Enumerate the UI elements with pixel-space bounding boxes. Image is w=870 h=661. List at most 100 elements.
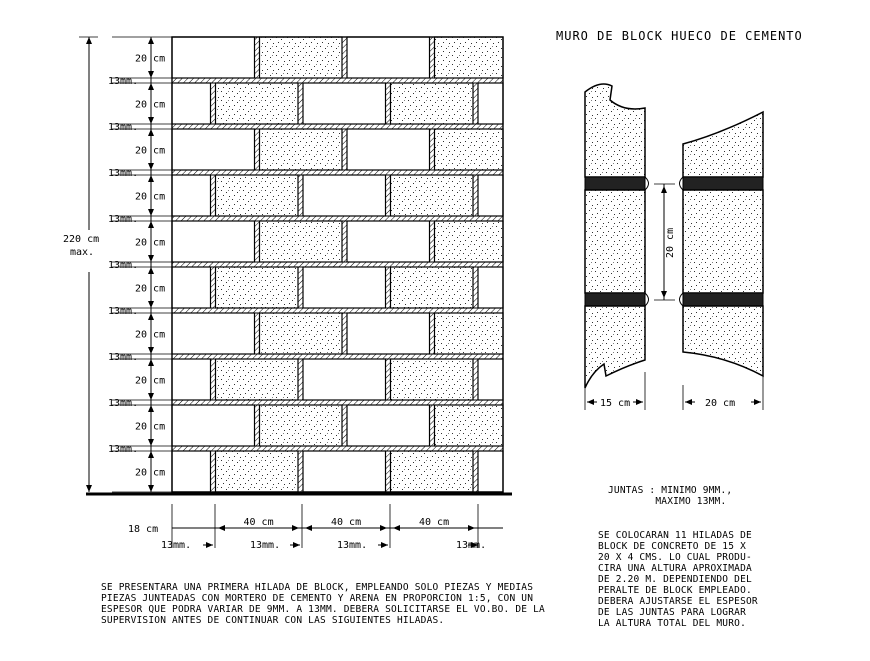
- mortar-head-joint: [429, 220, 435, 263]
- block: [214, 450, 299, 493]
- block: [389, 174, 474, 217]
- mortar-bed-joint: [171, 169, 504, 176]
- block: [258, 128, 343, 171]
- mortar-head-joint: [341, 128, 348, 171]
- left-middle-block: [584, 189, 646, 294]
- joint-label: 13mm.: [108, 260, 138, 271]
- joint-bulge: [679, 176, 684, 191]
- block: [302, 266, 387, 309]
- left-lower-block: [584, 305, 646, 389]
- block: [302, 450, 387, 493]
- mortar-head-joint: [341, 36, 348, 79]
- block: [302, 174, 387, 217]
- block: [433, 404, 504, 447]
- mortar-head-joint: [429, 128, 435, 171]
- block: [389, 82, 474, 125]
- course-height-label: 20 cm: [135, 330, 165, 341]
- first-piece-label: 18 cm: [128, 524, 158, 535]
- mortar-head-joint: [341, 312, 348, 355]
- mortar-head-joint: [429, 404, 435, 447]
- joint-label: 13mm.: [108, 76, 138, 87]
- block: [389, 266, 474, 309]
- mortar-head-joint: [429, 36, 435, 79]
- block: [214, 358, 299, 401]
- course-height-label: 20 cm: [135, 54, 165, 65]
- joint-width-label: 13mm.: [250, 540, 280, 551]
- mortar-bed-joint: [171, 399, 504, 406]
- mortar-head-joint: [297, 174, 304, 217]
- mortar-head-joint: [210, 450, 216, 493]
- mortar-head-joint: [472, 82, 479, 125]
- mortar-bed-joint: [171, 123, 504, 130]
- mortar-bed-joint: [171, 261, 504, 268]
- mortar-head-joint: [472, 358, 479, 401]
- joint-label: 13mm.: [108, 122, 138, 133]
- block: [346, 36, 431, 79]
- joint-width-label: 13mm.: [161, 540, 191, 551]
- joint-bulge: [644, 176, 649, 191]
- mortar-bed-joint: [171, 77, 504, 84]
- total-height-label: max.: [70, 247, 94, 258]
- block: [171, 266, 212, 309]
- mortar-head-joint: [341, 404, 348, 447]
- block: [389, 358, 474, 401]
- course-height-label: 20 cm: [135, 422, 165, 433]
- mortar-bed-joint: [171, 353, 504, 360]
- drawing-title: MURO DE BLOCK HUECO DE CEMENTO: [556, 29, 803, 43]
- joint-bulge: [679, 292, 684, 307]
- mortar-head-joint: [254, 220, 260, 263]
- mortar-head-joint: [341, 220, 348, 263]
- joint-label: 13mm.: [108, 352, 138, 363]
- block: [171, 312, 256, 355]
- course-height-label: 20 cm: [135, 284, 165, 295]
- block: [477, 358, 504, 401]
- block: [171, 36, 256, 79]
- block: [433, 220, 504, 263]
- block: [433, 312, 504, 355]
- joint-label: 13mm.: [108, 444, 138, 455]
- right-middle-block: [682, 189, 764, 294]
- block: [171, 404, 256, 447]
- block-length-label: 40 cm: [244, 517, 274, 528]
- mortar-head-joint: [472, 266, 479, 309]
- joints-note: JUNTAS : MINIMO 9mm., MAXIMO 13mm.: [608, 485, 733, 507]
- left-upper-block: [584, 83, 646, 178]
- left-mortar-joint: [584, 292, 646, 307]
- mortar-head-joint: [297, 358, 304, 401]
- mortar-head-joint: [385, 358, 391, 401]
- block: [214, 266, 299, 309]
- block: [258, 312, 343, 355]
- course-height-label: 20 cm: [135, 192, 165, 203]
- mortar-head-joint: [297, 450, 304, 493]
- mortar-head-joint: [254, 36, 260, 79]
- block: [477, 266, 504, 309]
- block: [171, 450, 212, 493]
- mortar-head-joint: [385, 450, 391, 493]
- mortar-head-joint: [254, 128, 260, 171]
- mortar-head-joint: [297, 82, 304, 125]
- brick-wall: [86, 36, 512, 496]
- left-mortar-joint: [584, 176, 646, 191]
- joint-label: 13mm.: [108, 168, 138, 179]
- block: [171, 82, 212, 125]
- block: [302, 358, 387, 401]
- block: [171, 220, 256, 263]
- block: [346, 312, 431, 355]
- mortar-head-joint: [297, 266, 304, 309]
- right-lower-block: [682, 305, 764, 378]
- block: [214, 82, 299, 125]
- mortar-head-joint: [210, 82, 216, 125]
- right-mortar-joint: [682, 292, 764, 307]
- wall-dimensions: 20 cm 13mm. 20 cm 13mm. 20 cm 13mm. 20 cm 13mm.…: [63, 36, 503, 551]
- course-height-label: 20 cm: [135, 376, 165, 387]
- course-height-label: 20 cm: [135, 468, 165, 479]
- block: [302, 82, 387, 125]
- mortar-head-joint: [472, 174, 479, 217]
- block: [433, 36, 504, 79]
- block: [171, 128, 256, 171]
- mortar-head-joint: [210, 358, 216, 401]
- block: [258, 36, 343, 79]
- block: [433, 128, 504, 171]
